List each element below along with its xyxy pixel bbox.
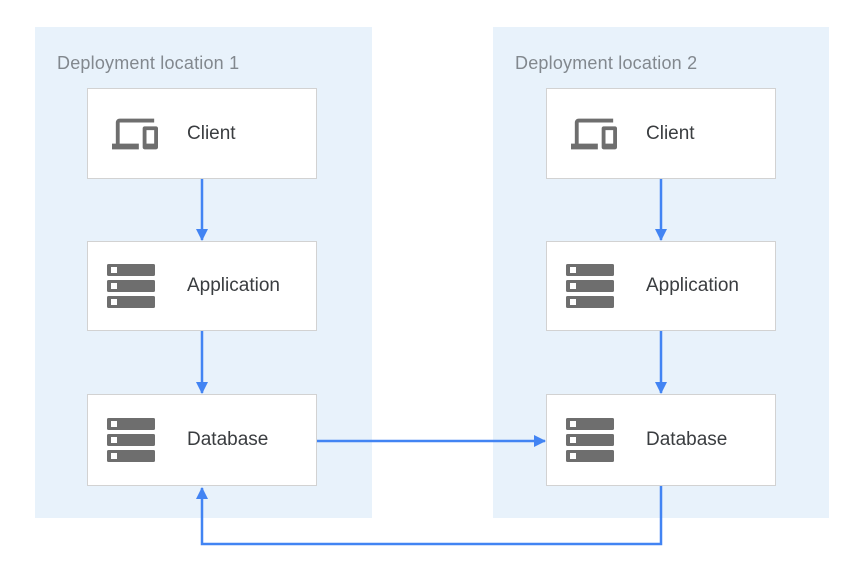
node-database-1: Database bbox=[87, 394, 317, 486]
node-client-2: Client bbox=[546, 88, 776, 179]
devices-icon bbox=[107, 111, 165, 157]
node-label: Client bbox=[187, 122, 236, 144]
panel-2-title: Deployment location 2 bbox=[515, 53, 698, 73]
devices-icon bbox=[566, 111, 624, 157]
server-stack-icon bbox=[566, 263, 624, 309]
server-stack-icon bbox=[107, 263, 165, 309]
node-label: Database bbox=[187, 429, 269, 450]
node-database-2: Database bbox=[546, 394, 776, 486]
deployment-panel-2: Deployment location 2 Client bbox=[493, 27, 829, 518]
node-label: Database bbox=[646, 429, 728, 450]
server-stack-icon bbox=[107, 417, 165, 463]
deployment-panel-1: Deployment location 1 Client bbox=[35, 27, 372, 518]
node-label: Application bbox=[187, 275, 280, 296]
node-application-2: Application bbox=[546, 241, 776, 331]
server-stack-icon bbox=[566, 417, 624, 463]
node-label: Application bbox=[646, 275, 739, 296]
panel-1-title: Deployment location 1 bbox=[57, 53, 240, 73]
node-client-1: Client bbox=[87, 88, 317, 179]
node-application-1: Application bbox=[87, 241, 317, 331]
node-label: Client bbox=[646, 122, 695, 144]
